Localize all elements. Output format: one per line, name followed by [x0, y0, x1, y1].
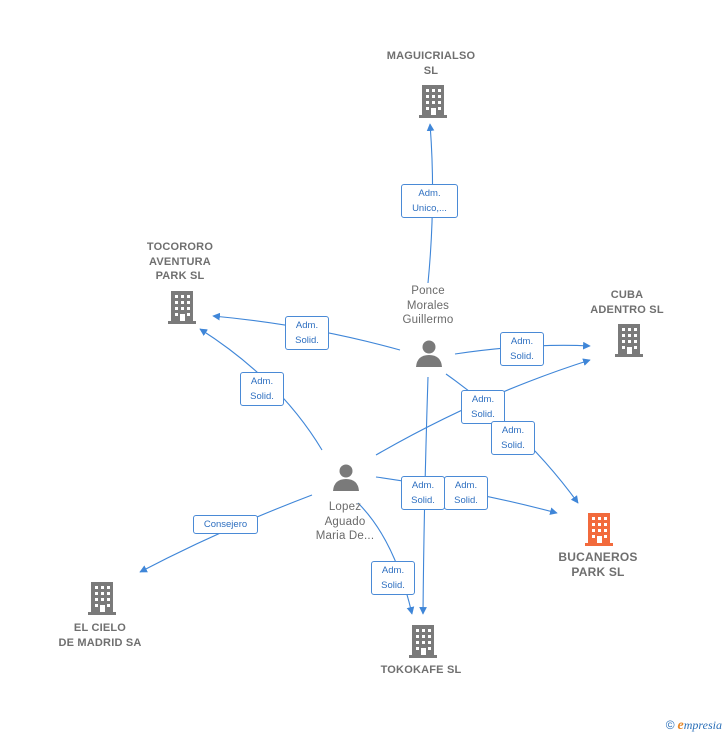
node-label-cuba[interactable]: CUBA ADENTRO SL [590, 289, 664, 316]
node-label-tokokafe[interactable]: TOKOKAFE SL [380, 664, 462, 676]
building-icon [88, 582, 116, 615]
relation-lopez-cuba: Adm. Solid. [461, 390, 505, 424]
brand-initial: e [677, 718, 684, 733]
copyright-icon: © [665, 718, 675, 732]
building-icon [615, 324, 643, 357]
building-icon [168, 291, 196, 324]
relation-ponce-tocororo: Adm. Solid. [285, 316, 329, 350]
node-label-ponce[interactable]: Ponce Morales Guillermo [402, 285, 454, 326]
node-label-bucaneros[interactable]: BUCANEROS PARK SL [558, 550, 638, 579]
node-label-maguicrialso[interactable]: MAGUICRIALSO SL [386, 50, 476, 77]
building-icon-focus [585, 513, 613, 546]
relation-ponce-bucaneros: Adm. Solid. [491, 421, 535, 455]
brand-name: mpresia [683, 718, 722, 732]
node-label-lopez[interactable]: Lopez Aguado Maria De... [315, 501, 375, 542]
relation-lopez-cielo: Consejero [193, 515, 258, 534]
brand-logo[interactable]: ©empresia [666, 718, 722, 734]
person-icon [416, 340, 442, 367]
relation-lopez-tocororo: Adm. Solid. [240, 372, 284, 406]
relation-lopez-bucaneros: Adm. Solid. [444, 476, 488, 510]
person-icon [333, 464, 359, 491]
building-icon [419, 85, 447, 118]
node-label-tocororo[interactable]: TOCORORO AVENTURA PARK SL [146, 241, 214, 282]
node-label-cielo[interactable]: EL CIELO DE MADRID SA [58, 622, 142, 649]
edge-lopez-tokokafe [357, 502, 415, 615]
relation-ponce-cuba: Adm. Solid. [500, 332, 544, 366]
relation-lopez-tokokafe: Adm. Solid. [371, 561, 415, 595]
relation-ponce-tokokafe: Adm. Solid. [401, 476, 445, 510]
building-icon [409, 625, 437, 658]
relation-ponce-maguicrialso: Adm. Unico,... [401, 184, 458, 218]
